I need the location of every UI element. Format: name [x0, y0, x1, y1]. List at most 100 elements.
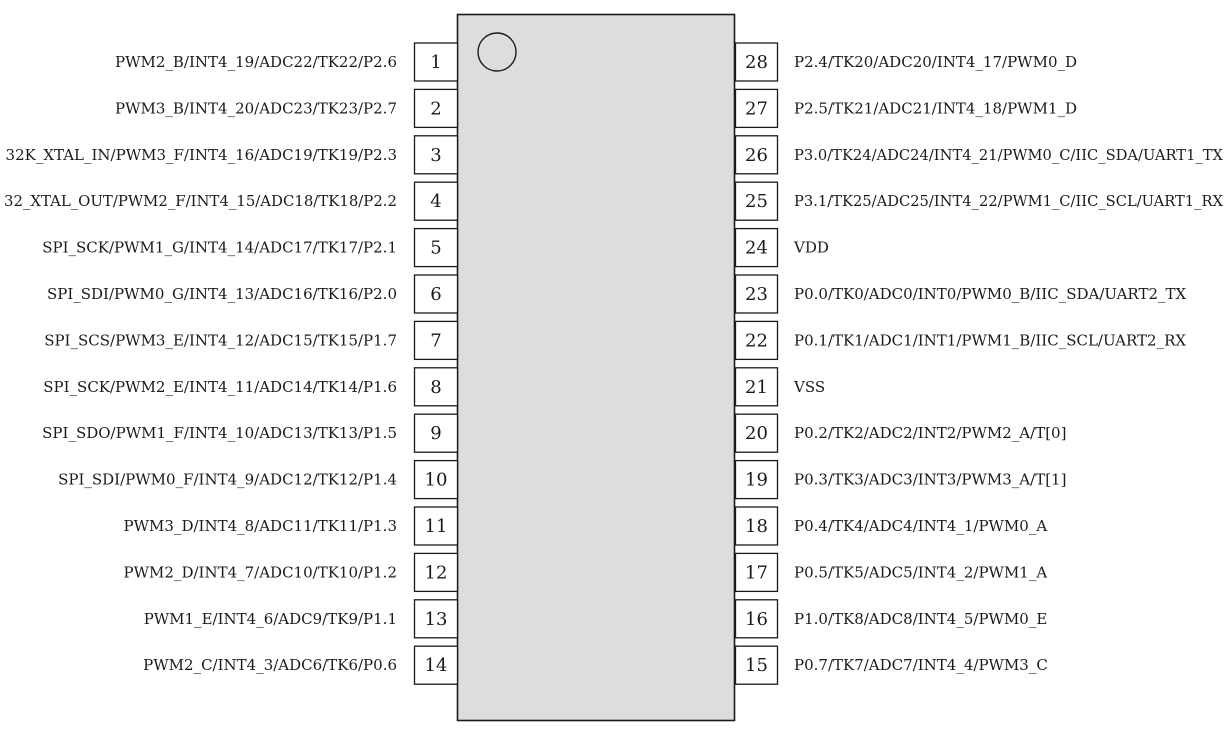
pin-label: P0.1/TK1/ADC1/INT1/PWM1_B/IIC_SCL/UART2_… [794, 331, 1186, 349]
pin-box [413, 367, 459, 407]
pin-22: 22 P0.1/TK1/ADC1/INT1/PWM1_B/IIC_SCL/UART… [734, 320, 1186, 361]
pin-13: 13 PWM1_E/INT4_6/ADC9/TK9/P1.1 [144, 599, 459, 639]
pin-number: 17 [745, 562, 768, 583]
pin-label: SPI_SCS/PWM3_E/INT4_12/ADC15/TK15/P1.7 [44, 331, 397, 349]
pin-label: P3.0/TK24/ADC24/INT4_21/PWM0_C/IIC_SDA/U… [794, 146, 1223, 164]
pin-number: 15 [745, 655, 768, 676]
pin-box [734, 459, 779, 500]
pin1-marker-icon [477, 32, 517, 72]
pin-box [734, 227, 779, 268]
pin-number: 5 [430, 238, 441, 259]
pin-number: 21 [745, 377, 768, 398]
pin-box [734, 88, 779, 129]
pin-label: P0.5/TK5/ADC5/INT4_2/PWM1_A [794, 563, 1047, 581]
pin-number: 27 [745, 98, 768, 119]
pin-15: 15 P0.7/TK7/ADC7/INT4_4/PWM3_C [734, 645, 1048, 685]
pin-14: 14 PWM2_C/INT4_3/ADC6/TK6/P0.6 [143, 645, 459, 685]
pin-label: SPI_SDO/PWM1_F/INT4_10/ADC13/TK13/P1.5 [42, 424, 397, 442]
pin-box [413, 88, 459, 129]
pin-label: SPI_SDI/PWM0_F/INT4_9/ADC12/TK12/P1.4 [58, 471, 397, 489]
chip-body [456, 13, 736, 722]
pin-box [413, 645, 459, 685]
pin-1: 1 PWM2_B/INT4_19/ADC22/TK22/P2.6 [115, 42, 459, 82]
pin-number: 3 [430, 145, 441, 166]
pin-7: 7 SPI_SCS/PWM3_E/INT4_12/ADC15/TK15/P1.7 [44, 320, 459, 361]
pin-box [734, 135, 779, 175]
pin-box [413, 459, 459, 500]
pin-number: 23 [745, 284, 768, 305]
pin-label: PWM3_D/INT4_8/ADC11/TK11/P1.3 [124, 517, 397, 535]
pin-5: 5 SPI_SCK/PWM1_G/INT4_14/ADC17/TK17/P2.1 [42, 227, 459, 268]
pin-label: SPI_SCK/PWM1_G/INT4_14/ADC17/TK17/P2.1 [42, 239, 397, 257]
pin-number: 9 [430, 423, 441, 444]
pin-label: P0.7/TK7/ADC7/INT4_4/PWM3_C [794, 656, 1048, 674]
pin-box [734, 367, 779, 407]
pin-label: PWM2_D/INT4_7/ADC10/TK10/P1.2 [124, 563, 397, 581]
pin-label: P1.0/TK8/ADC8/INT4_5/PWM0_E [794, 610, 1047, 628]
pin-number: 22 [745, 330, 768, 351]
pin-17: 17 P0.5/TK5/ADC5/INT4_2/PWM1_A [734, 552, 1047, 593]
pin-number: 11 [425, 516, 448, 537]
pin-label: P2.5/TK21/ADC21/INT4_18/PWM1_D [794, 99, 1077, 117]
pin-label: PWM3_B/INT4_20/ADC23/TK23/P2.7 [115, 99, 397, 117]
pin-number: 12 [425, 562, 448, 583]
pin-box [734, 552, 779, 593]
pin-number: 6 [430, 284, 441, 305]
pin-box [413, 135, 459, 175]
pin-box [734, 320, 779, 361]
pin-11: 11 PWM3_D/INT4_8/ADC11/TK11/P1.3 [124, 506, 459, 546]
pin-label: PWM2_C/INT4_3/ADC6/TK6/P0.6 [143, 656, 397, 674]
pin-25: 25 P3.1/TK25/ADC25/INT4_22/PWM1_C/IIC_SCL… [734, 181, 1223, 221]
pin-number: 26 [745, 145, 768, 166]
pin-label: 32_XTAL_OUT/PWM2_F/INT4_15/ADC18/TK18/P2… [4, 192, 397, 210]
pin-box [734, 506, 779, 546]
pin-3: 332K_XTAL_IN/PWM3_F/INT4_16/ADC19/TK19/P… [6, 135, 459, 175]
pin-9: 9 SPI_SDO/PWM1_F/INT4_10/ADC13/TK13/P1.5 [42, 413, 459, 453]
pin-number: 8 [430, 377, 441, 398]
pin-label: VSS [793, 378, 825, 396]
pin-number: 14 [425, 655, 448, 676]
pin-number: 7 [430, 330, 441, 351]
pin-box [413, 181, 459, 221]
pin-23: 23 P0.0/TK0/ADC0/INT0/PWM0_B/IIC_SDA/UART… [734, 274, 1186, 314]
pin-21: 21 VSS [734, 367, 825, 407]
pin-label: P3.1/TK25/ADC25/INT4_22/PWM1_C/IIC_SCL/U… [794, 192, 1223, 210]
pin-4: 432_XTAL_OUT/PWM2_F/INT4_15/ADC18/TK18/P… [4, 181, 459, 221]
pin-box [734, 645, 779, 685]
pin-box [734, 274, 779, 314]
pin-number: 16 [745, 609, 768, 630]
pin-box [734, 413, 779, 453]
pin-label: P0.0/TK0/ADC0/INT0/PWM0_B/IIC_SDA/UART2_… [794, 285, 1186, 303]
pin-19: 19 P0.3/TK3/ADC3/INT3/PWM3_A/T[1] [734, 459, 1066, 500]
pin-label: PWM2_B/INT4_19/ADC22/TK22/P2.6 [115, 53, 397, 71]
pin-number: 1 [430, 52, 441, 73]
pin-number: 19 [745, 470, 768, 491]
pin-label: VDD [793, 239, 829, 257]
pin-number: 25 [745, 191, 768, 212]
pin-20: 20 P0.2/TK2/ADC2/INT2/PWM2_A/T[0] [734, 413, 1066, 453]
pin-26: 26 P3.0/TK24/ADC24/INT4_21/PWM0_C/IIC_SDA… [734, 135, 1223, 175]
pin-number: 24 [745, 238, 768, 259]
pin-label: SPI_SDI/PWM0_G/INT4_13/ADC16/TK16/P2.0 [47, 285, 397, 303]
pin-label: P0.3/TK3/ADC3/INT3/PWM3_A/T[1] [794, 471, 1066, 489]
pin-number: 20 [745, 423, 768, 444]
left-pin-column: 1PWM2_B/INT4_19/ADC22/TK22/P2.62PWM3_B/I… [4, 42, 459, 685]
pin-label: PWM1_E/INT4_6/ADC9/TK9/P1.1 [144, 610, 397, 628]
pin-box [413, 413, 459, 453]
pin-box [734, 42, 779, 82]
pin-number: 13 [425, 609, 448, 630]
pin-27: 27 P2.5/TK21/ADC21/INT4_18/PWM1_D [734, 88, 1077, 129]
pin-6: 6 SPI_SDI/PWM0_G/INT4_13/ADC16/TK16/P2.0 [47, 274, 459, 314]
pin-box [734, 599, 779, 639]
pin-label: P0.2/TK2/ADC2/INT2/PWM2_A/T[0] [794, 424, 1066, 442]
pin-label: P2.4/TK20/ADC20/INT4_17/PWM0_D [794, 53, 1077, 71]
pin-label: P0.4/TK4/ADC4/INT4_1/PWM0_A [794, 517, 1047, 535]
pin-12: 12 PWM2_D/INT4_7/ADC10/TK10/P1.2 [124, 552, 459, 593]
pin-box [734, 181, 779, 221]
